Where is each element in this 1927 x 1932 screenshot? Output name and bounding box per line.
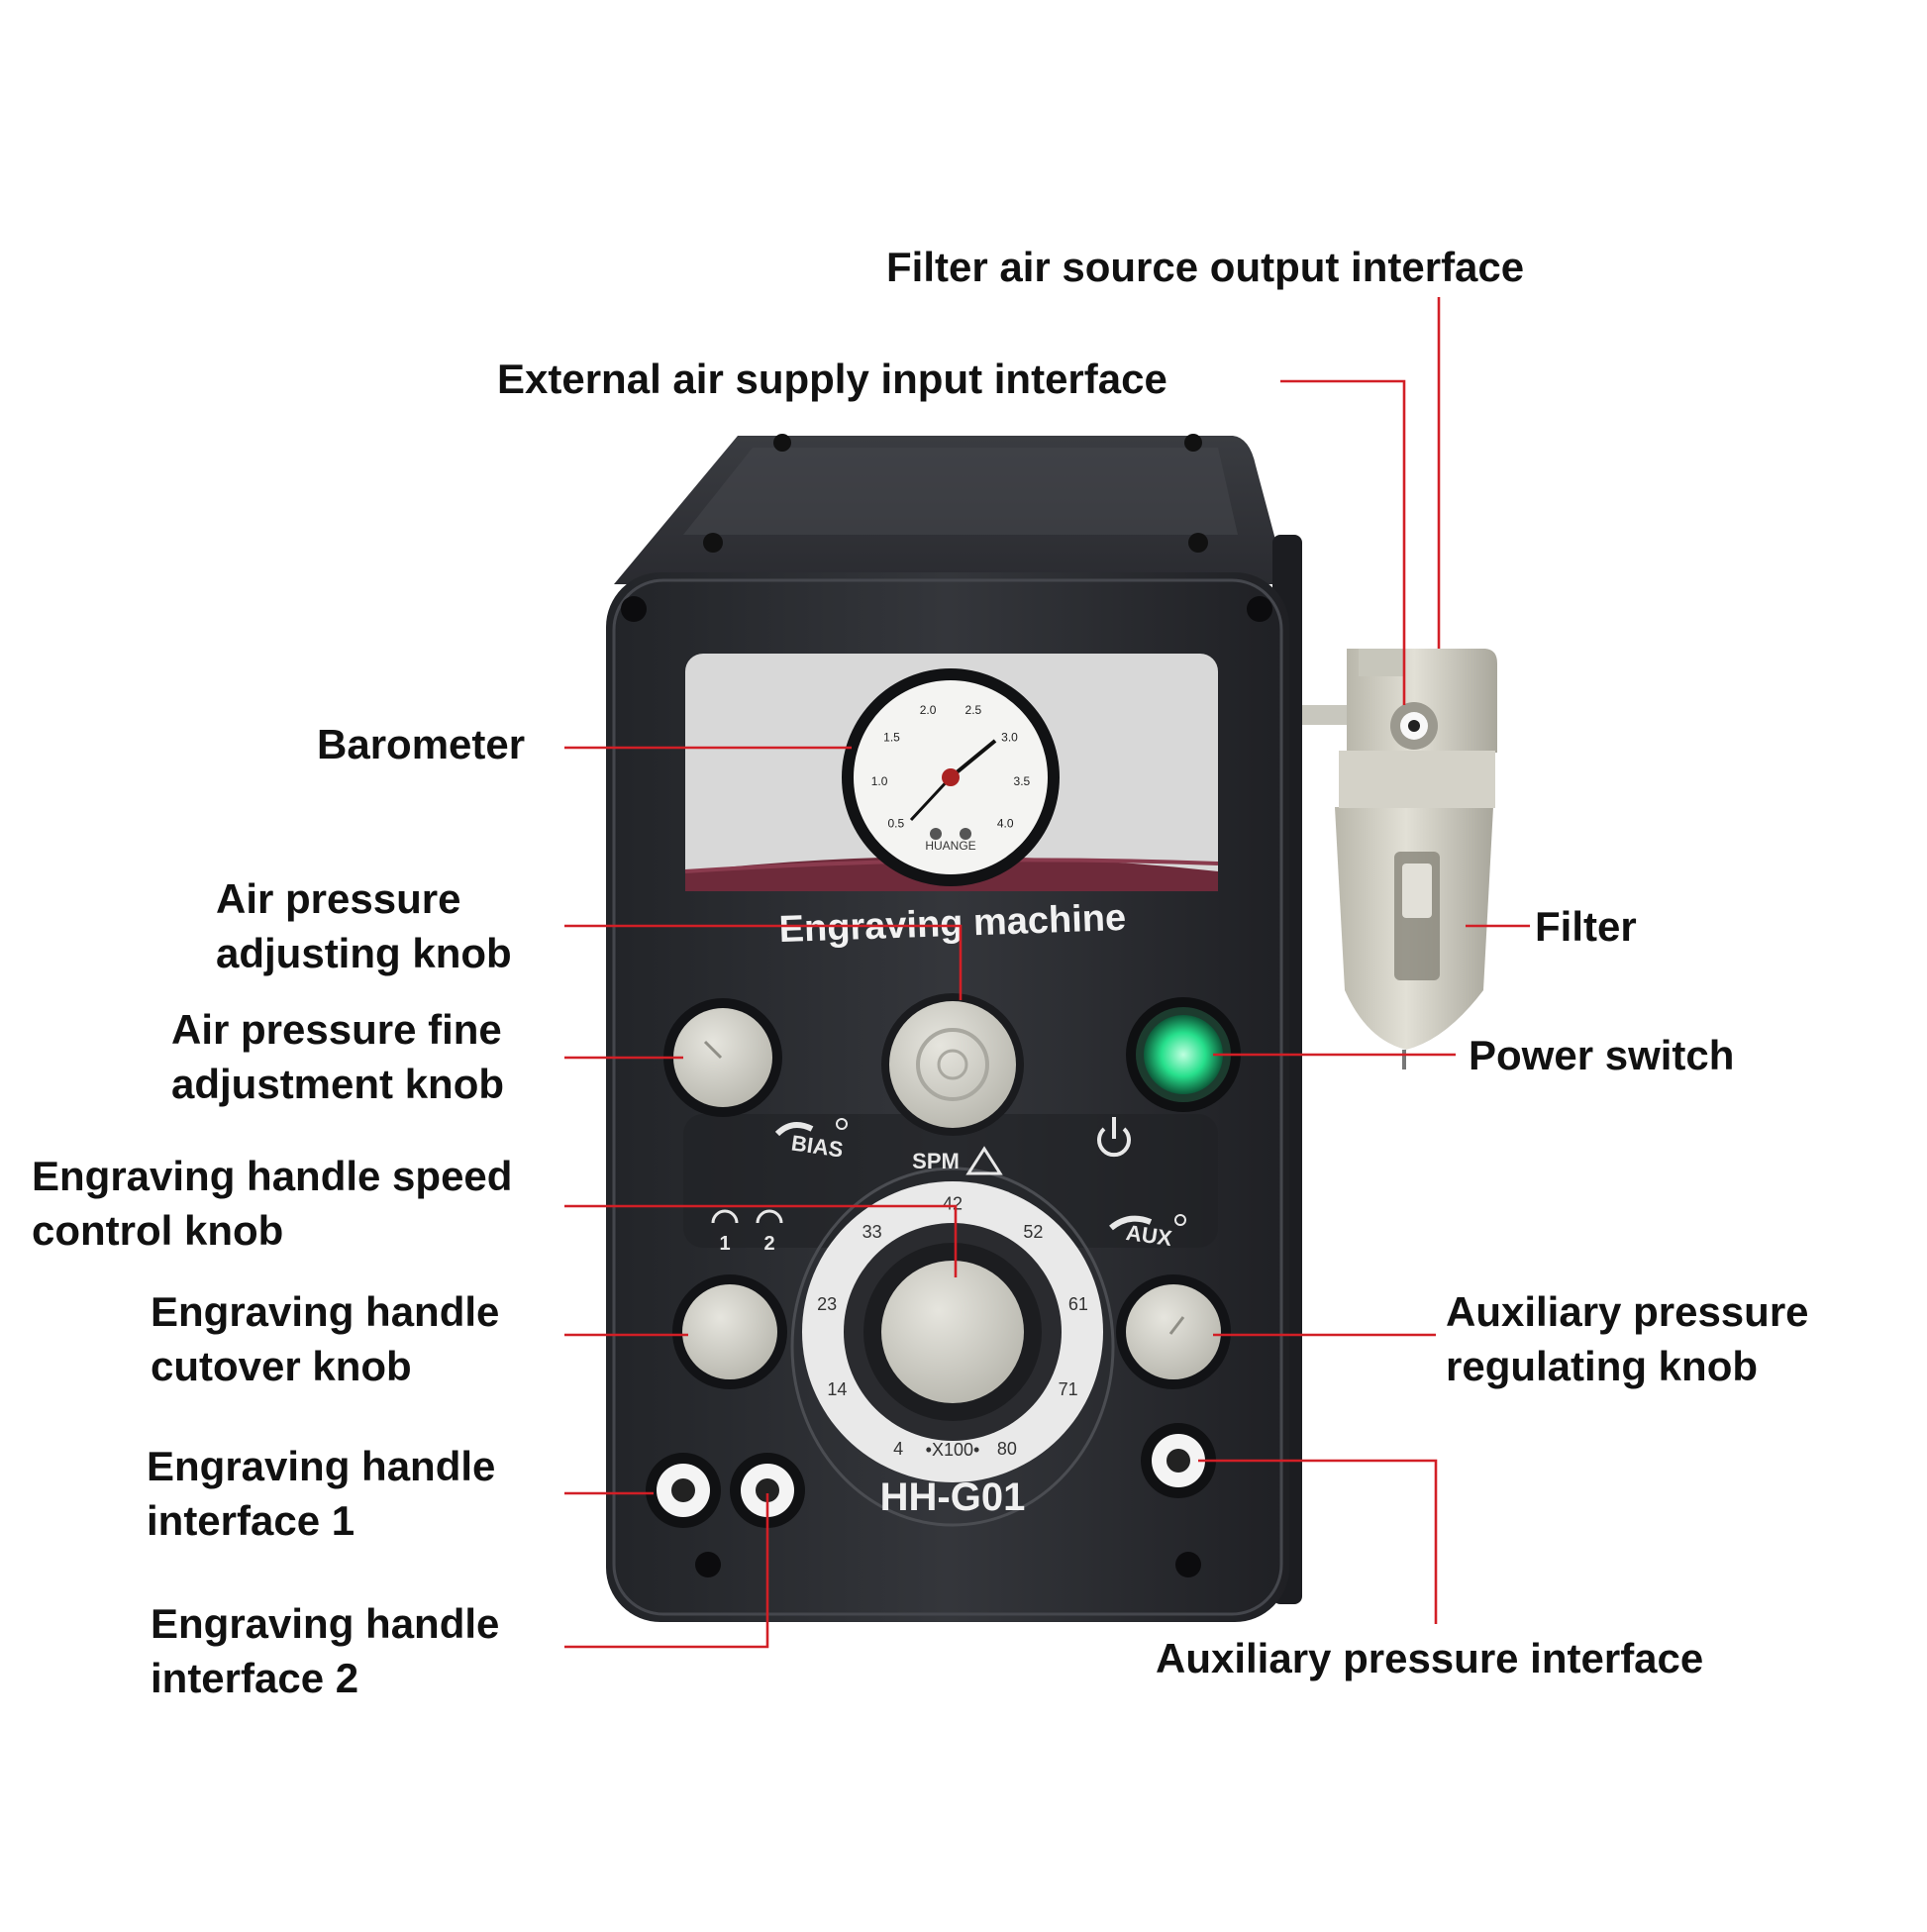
leader-air-pressure-knob (564, 924, 963, 1000)
dial-tick-6: 61 (1068, 1294, 1088, 1314)
handle-2-icon (756, 1209, 783, 1224)
label-external-air-supply-input-interface: External air supply input interface (497, 356, 1167, 402)
engraving-handle-interface-2[interactable] (730, 1453, 805, 1528)
gauge-tick-4: 2.5 (965, 703, 982, 717)
model-number: HH-G01 (880, 1475, 1026, 1519)
barometer-gauge: 0.5 1.0 1.5 2.0 2.5 3.0 3.5 4.0 HUANGE (842, 668, 1060, 886)
label-filter-air-source-output-interface: Filter air source output interface (886, 244, 1525, 290)
speed-dial-scale: 4 14 23 33 42 52 61 71 80 (817, 1193, 1088, 1459)
gauge-tick-1: 1.0 (871, 774, 888, 788)
gauge-brand: HUANGE (925, 839, 975, 853)
label-air-pressure-adjusting-knob: Air pressure adjusting knob (216, 875, 512, 976)
label-power-switch: Power switch (1469, 1032, 1735, 1078)
label-engraving-handle-cutover-knob: Engraving handle cutover knob (151, 1288, 500, 1389)
dial-tick-7: 71 (1059, 1379, 1078, 1399)
dial-tick-4: 42 (943, 1193, 963, 1213)
handle-1-label: 1 (719, 1233, 730, 1255)
leader-aux-interface (1198, 1459, 1438, 1624)
label-engraving-handle-interface-1: Engraving handle interface 1 (147, 1443, 496, 1544)
dial-multiplier: •X100• (926, 1440, 980, 1460)
gauge-scale: 0.5 1.0 1.5 2.0 2.5 3.0 3.5 4.0 (871, 703, 1031, 831)
auxiliary-pressure-interface[interactable] (1141, 1423, 1216, 1498)
label-filter: Filter (1535, 903, 1637, 950)
auxiliary-pressure-regulating-knob[interactable] (1116, 1274, 1231, 1389)
power-switch[interactable] (1126, 997, 1241, 1112)
air-pressure-adjusting-knob[interactable] (881, 993, 1024, 1136)
dial-tick-8: 80 (997, 1439, 1017, 1459)
spm-icon (965, 1146, 1003, 1175)
label-auxiliary-pressure-interface: Auxiliary pressure interface (1156, 1635, 1704, 1681)
gauge-tick-5: 3.0 (1001, 731, 1018, 745)
gauge-tick-6: 3.5 (1014, 774, 1031, 788)
leader-interface-2 (564, 1493, 769, 1649)
leader-lines (564, 297, 1530, 1649)
gauge-tick-2: 1.5 (883, 731, 900, 745)
engraving-handle-cutover-knob[interactable] (672, 1274, 787, 1389)
gauge-tick-3: 2.0 (920, 703, 937, 717)
handle-1-icon (711, 1209, 739, 1224)
label-auxiliary-pressure-regulating-knob: Auxiliary pressure regulating knob (1446, 1288, 1809, 1389)
spm-label: SPM (912, 1149, 960, 1173)
gauge-tick-7: 4.0 (997, 817, 1014, 831)
power-icon (1097, 1117, 1131, 1158)
leader-external-input (1280, 379, 1406, 705)
label-air-pressure-fine-adjustment-knob: Air pressure fine adjustment knob (171, 1006, 505, 1107)
leader-speed-control (564, 1204, 958, 1277)
dial-tick-2: 23 (817, 1294, 837, 1314)
handle-2-label: 2 (763, 1233, 774, 1255)
label-barometer: Barometer (317, 721, 526, 767)
dial-tick-0: 4 (893, 1439, 903, 1459)
label-engraving-handle-interface-2: Engraving handle interface 2 (151, 1600, 500, 1701)
dial-tick-3: 33 (862, 1222, 882, 1242)
air-pressure-fine-adjustment-knob[interactable] (663, 998, 782, 1117)
engraving-handle-speed-control-knob[interactable]: 4 14 23 33 42 52 61 71 80 •X100• (802, 1181, 1103, 1482)
label-engraving-handle-speed-control-knob: Engraving handle speed control knob (32, 1153, 513, 1254)
filter-air-source-output-interface[interactable] (1390, 702, 1438, 750)
engraving-handle-interface-1[interactable] (646, 1453, 721, 1528)
gauge-tick-0: 0.5 (887, 817, 904, 831)
dial-tick-5: 52 (1023, 1222, 1043, 1242)
filter-unit (1302, 649, 1497, 1069)
dial-tick-1: 14 (827, 1379, 847, 1399)
